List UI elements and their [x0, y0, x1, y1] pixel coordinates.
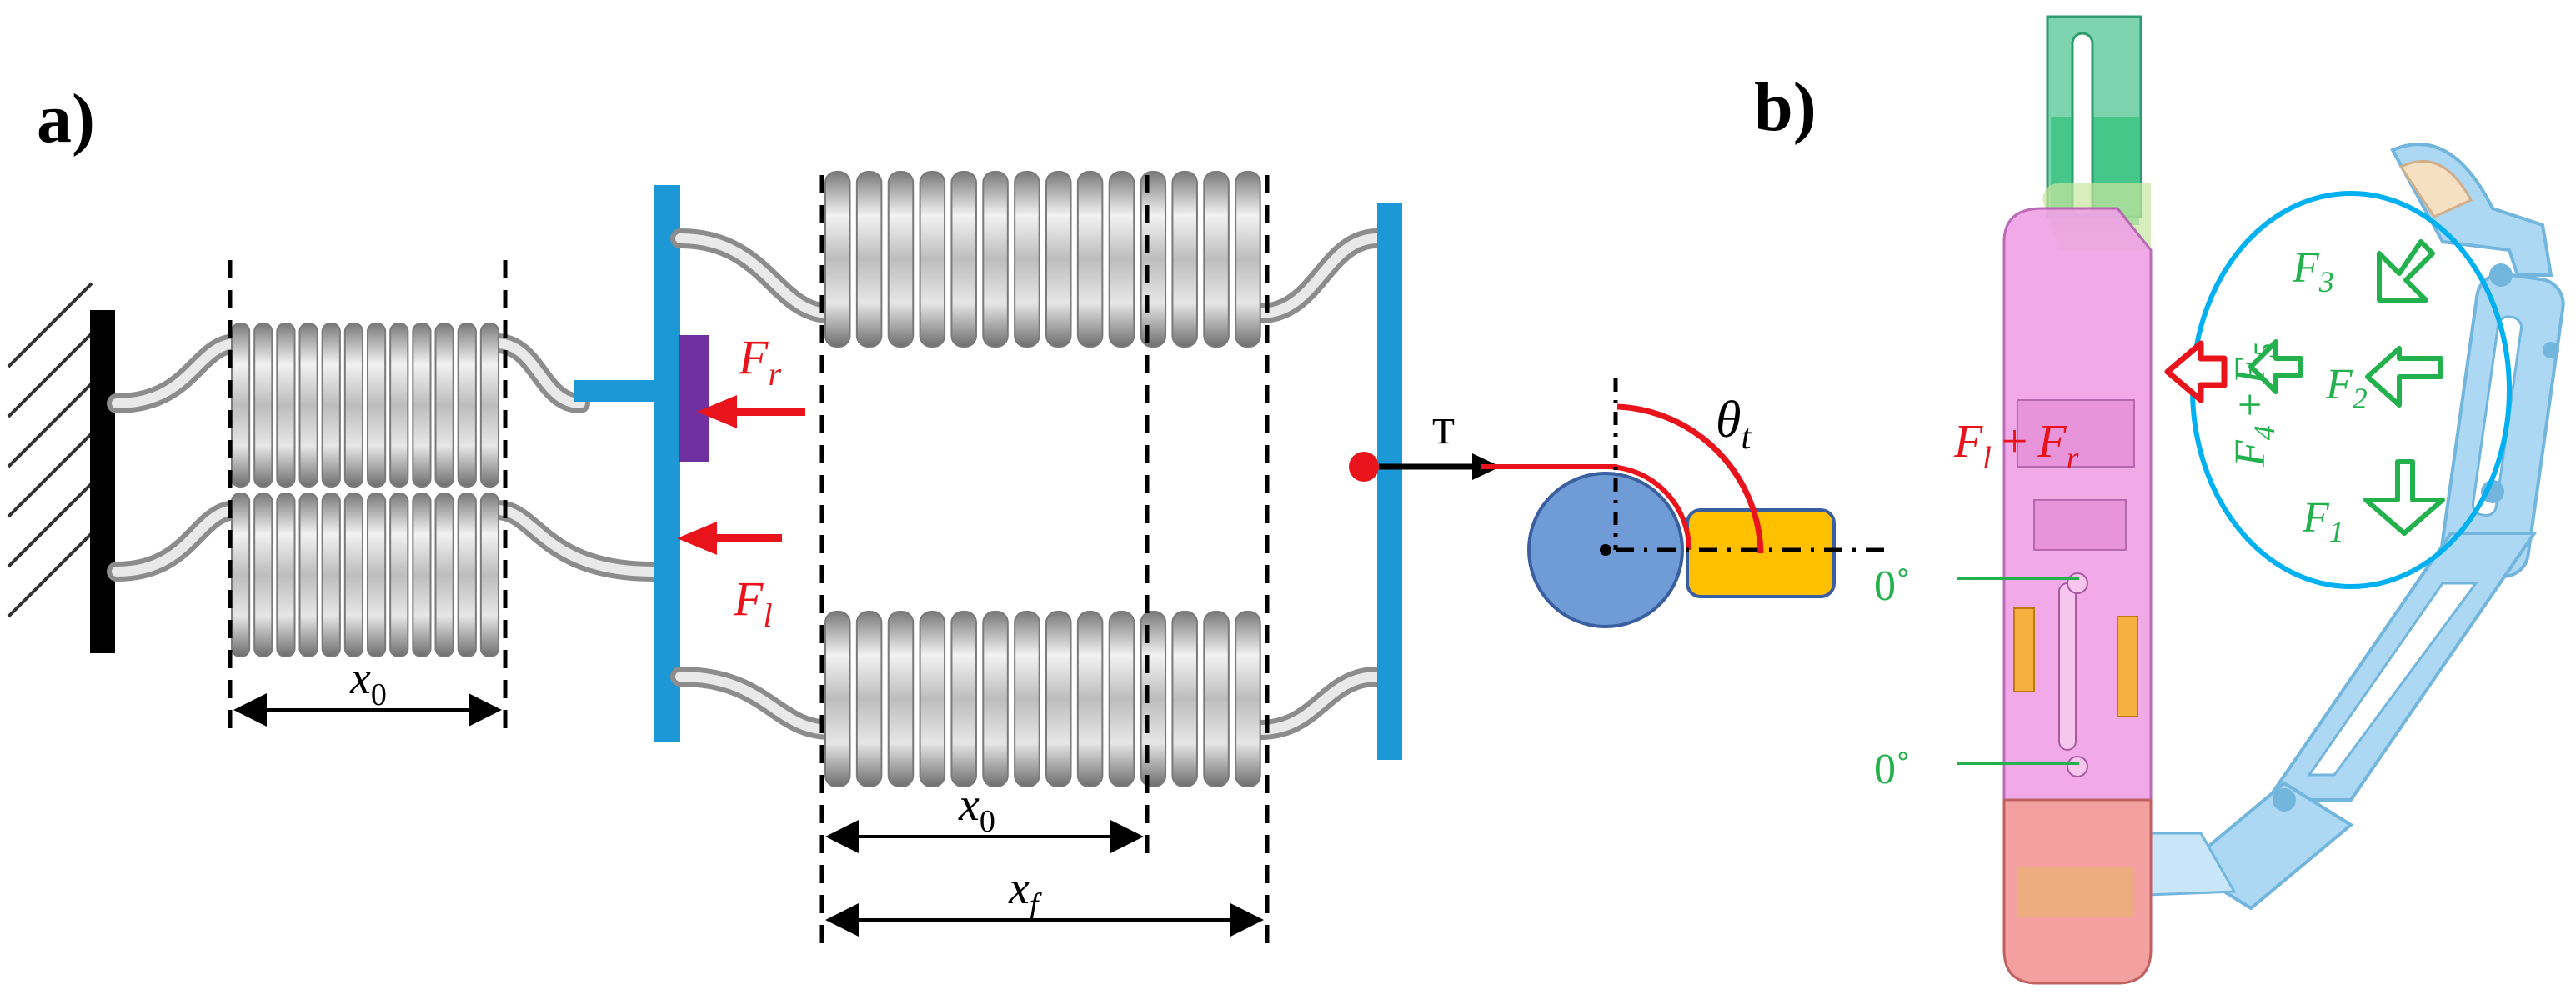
dim-x0-right-label: x0 — [958, 779, 995, 839]
thumb-body — [2002, 15, 2153, 985]
middle-plate — [574, 185, 709, 742]
green-force-arrows — [2248, 239, 2445, 536]
angle-reference-lines — [1957, 577, 2079, 765]
force-fl-fr-label: Fl+Fr — [1953, 416, 2079, 476]
force-f3-label: F3 — [2292, 244, 2334, 298]
force-arrows — [677, 395, 805, 555]
force-f4-f5-label: F4+F5 — [2227, 342, 2281, 468]
angle-mark-2: 0˚ — [1874, 746, 1910, 793]
springs-left — [107, 322, 664, 658]
dimension-arrows — [233, 693, 1264, 937]
fixed-wall — [7, 282, 115, 653]
tension-label: T — [1432, 411, 1455, 452]
springs-right — [670, 171, 1387, 788]
reference-lines — [228, 175, 1270, 952]
dim-x0-left-label: x0 — [349, 652, 387, 712]
dim-xf-label: xf — [1008, 862, 1042, 922]
panel-b-label: b) — [1754, 68, 1817, 146]
force-fr-label: Fr — [738, 330, 781, 392]
angle-mark-1: 0˚ — [1874, 562, 1910, 610]
angle-theta-label: θt — [1716, 392, 1752, 457]
force-f1-label: F1 — [2302, 494, 2344, 548]
panel-a-label: a) — [37, 80, 95, 158]
right-plate — [1377, 203, 1402, 760]
force-fl-label: Fl — [733, 572, 773, 634]
red-force-arrow — [2164, 340, 2228, 403]
force-f2-label: F2 — [2325, 361, 2368, 415]
tension-mechanism — [1349, 378, 1886, 628]
